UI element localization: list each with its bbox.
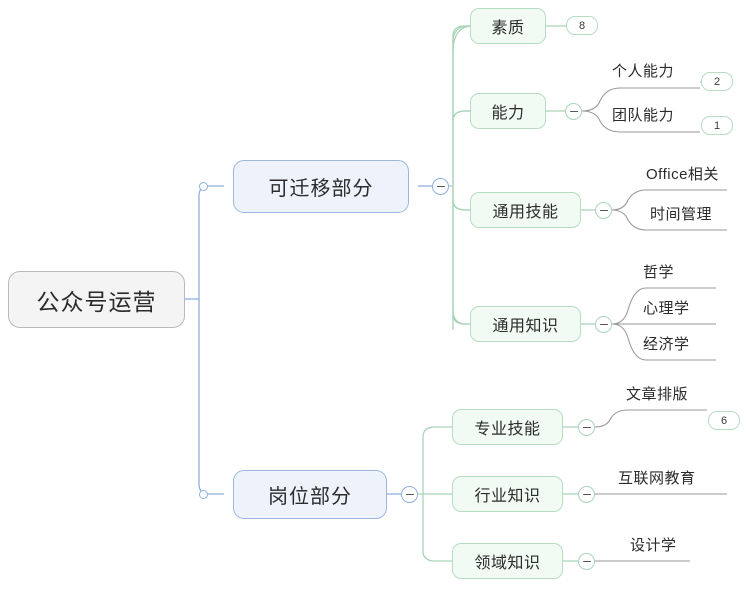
minus-icon	[436, 185, 445, 188]
leaf-node-tongyongzhishi-label: 通用知识	[492, 318, 559, 335]
leaf-node-nengli[interactable]: 能力	[470, 93, 546, 129]
leaf-node-tongyongjineng[interactable]: 通用技能	[470, 192, 581, 228]
minus-icon	[405, 493, 414, 496]
collapse-toggle-hangyezhishi[interactable]	[578, 486, 595, 503]
leaf-node-zhuanyejineng-label: 专业技能	[474, 421, 541, 438]
branch-node-transferable-label: 可迁移部分	[268, 178, 374, 200]
collapse-toggle-transferable[interactable]	[432, 178, 449, 195]
branch-node-position-label: 岗位部分	[268, 486, 352, 508]
root-node-label: 公众号运营	[36, 288, 157, 315]
branch-node-transferable[interactable]: 可迁移部分	[233, 160, 409, 213]
collapse-toggle-zhuanyejineng[interactable]	[578, 419, 595, 436]
leaf-text-shijianguanli[interactable]: 时间管理	[650, 206, 713, 223]
leaf-node-tongyongjineng-label: 通用技能	[492, 204, 559, 221]
collapse-toggle-nengli[interactable]	[565, 103, 582, 120]
minus-icon	[582, 493, 591, 496]
leaf-text-wenzhangpaiban[interactable]: 文章排版	[626, 386, 689, 403]
collapse-toggle-lingyuzhishi[interactable]	[578, 553, 595, 570]
leaf-node-hangyezhishi[interactable]: 行业知识	[452, 476, 563, 512]
leaf-node-lingyuzhishi[interactable]: 领域知识	[452, 543, 563, 579]
leaf-node-zhuanyejineng[interactable]: 专业技能	[452, 409, 563, 445]
leaf-node-nengli-label: 能力	[491, 105, 525, 122]
leaf-node-suzhi[interactable]: 素质	[470, 8, 546, 44]
branch-node-position[interactable]: 岗位部分	[233, 470, 387, 519]
collapse-toggle-tongyongzhishi[interactable]	[595, 316, 612, 333]
minus-icon	[599, 323, 608, 326]
badge-geren-nengli[interactable]: 2	[701, 72, 733, 91]
root-node[interactable]: 公众号运营	[8, 271, 185, 328]
leaf-text-tuandui-nengli[interactable]: 团队能力	[612, 107, 675, 124]
leaf-text-xinlixue[interactable]: 心理学	[643, 300, 690, 317]
minus-icon	[599, 209, 608, 212]
minus-icon	[569, 110, 578, 113]
leaf-text-geren-nengli[interactable]: 个人能力	[612, 63, 675, 80]
leaf-node-lingyuzhishi-label: 领域知识	[474, 555, 541, 572]
junction-dot-transferable[interactable]	[199, 182, 208, 191]
leaf-node-suzhi-label: 素质	[491, 20, 525, 37]
minus-icon	[582, 560, 591, 563]
badge-wenzhangpaiban[interactable]: 6	[708, 411, 740, 430]
minus-icon	[582, 426, 591, 429]
leaf-text-zhexue[interactable]: 哲学	[643, 264, 675, 281]
leaf-text-jingjixue[interactable]: 经济学	[643, 336, 690, 353]
collapse-toggle-tongyongjineng[interactable]	[595, 202, 612, 219]
leaf-text-hulianwangjiaoyu[interactable]: 互联网教育	[618, 470, 696, 487]
badge-tuandui-nengli[interactable]: 1	[701, 116, 733, 135]
junction-dot-position[interactable]	[199, 490, 208, 499]
leaf-text-office[interactable]: Office相关	[646, 166, 719, 183]
leaf-text-shejixue[interactable]: 设计学	[630, 537, 677, 554]
badge-suzhi[interactable]: 8	[566, 16, 598, 35]
leaf-node-hangyezhishi-label: 行业知识	[474, 488, 541, 505]
collapse-toggle-position[interactable]	[401, 486, 418, 503]
leaf-node-tongyongzhishi[interactable]: 通用知识	[470, 306, 581, 342]
